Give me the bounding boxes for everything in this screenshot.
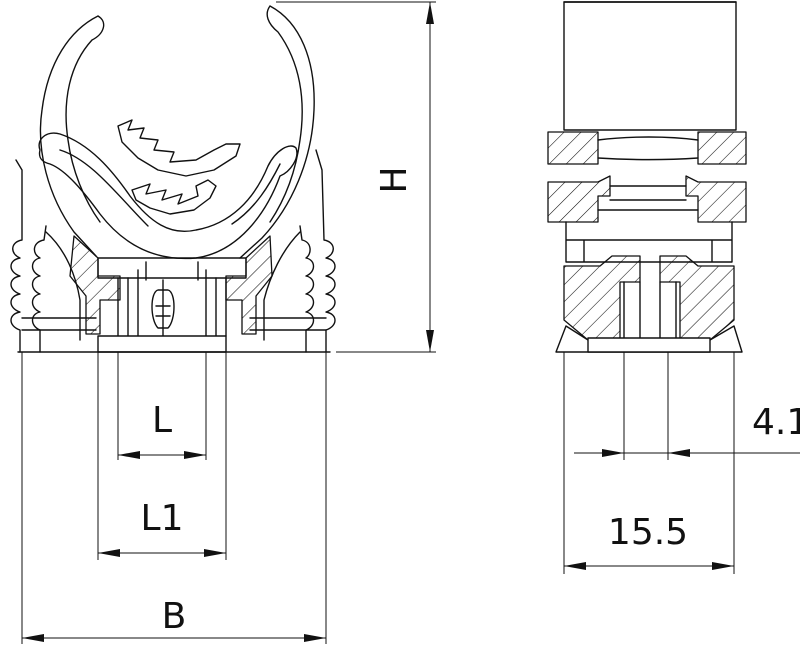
side-center-slot	[623, 281, 677, 341]
side-middle-body	[565, 221, 733, 263]
label-H: H	[374, 166, 415, 193]
left-rippled-grip-inner	[31, 225, 47, 353]
right-clamp-arm	[239, 5, 315, 259]
side-band-1-right	[697, 131, 747, 165]
side-band-1-center	[597, 136, 699, 161]
label-15.5: 15.5	[608, 512, 688, 553]
base-left-hatch	[69, 235, 121, 335]
label-L: L	[152, 400, 172, 441]
side-base-left	[563, 255, 641, 341]
right-rippled-grip	[315, 149, 336, 353]
front-view	[10, 5, 336, 353]
center-pin	[151, 279, 175, 341]
base-body	[97, 257, 247, 279]
left-clamp-arm	[39, 15, 105, 257]
base-columns	[117, 261, 227, 337]
side-foot-plate	[587, 337, 711, 353]
inner-cradle	[38, 132, 298, 260]
lower-serrated-jaw	[131, 179, 217, 215]
side-band-2-left	[547, 175, 611, 223]
side-base-right	[659, 255, 735, 341]
side-band-2-right	[685, 175, 747, 223]
label-B: B	[162, 596, 187, 637]
side-view	[547, 1, 747, 353]
left-rippled-grip	[10, 159, 23, 353]
right-rippled-grip-inner	[299, 225, 315, 353]
cradle-inner-edge	[59, 149, 149, 227]
side-band-2-center	[597, 185, 699, 211]
cradle-inner-edge-right	[231, 163, 281, 225]
foot	[97, 335, 227, 353]
side-band-1-left	[547, 131, 599, 165]
side-upper-block	[563, 1, 737, 131]
dimensions: H L L1 B 4.1 15.5	[21, 1, 800, 644]
label-4.1: 4.1	[752, 402, 800, 443]
label-L1: L1	[141, 498, 184, 539]
right-side-rail	[249, 231, 327, 341]
upper-serrated-jaw	[117, 119, 241, 177]
